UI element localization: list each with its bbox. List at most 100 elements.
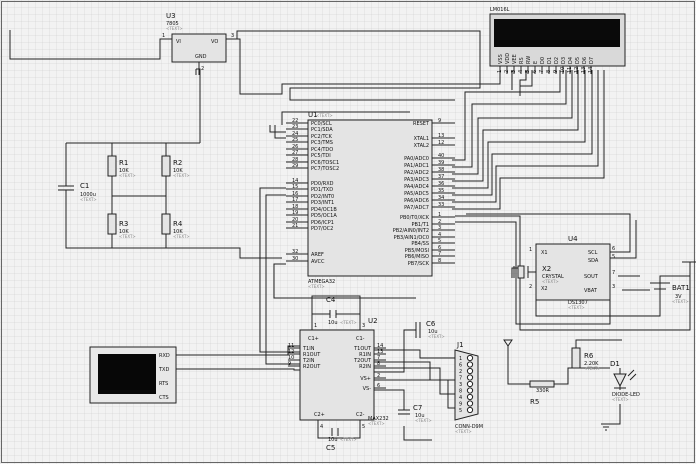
r6-resistor[interactable] (571, 347, 581, 369)
u2-right-pin-label: VS+ (360, 376, 371, 382)
c5-capacitor[interactable] (331, 428, 339, 436)
u1-right-pin-label: PB4/SS (411, 241, 429, 247)
u1-left-pin-label: PD1/TXD (311, 187, 333, 193)
u2-bottom-pin-label: C2- (356, 412, 365, 418)
j1-pin-socket (466, 406, 474, 414)
u1-placeholder-2: <TEXT> (308, 284, 325, 289)
u1-left-pin-number: 30 (292, 256, 298, 262)
u1-part: ATMEGA32 (308, 279, 335, 285)
u1-right-pin-label: PB2/AIN0/INT2 (393, 228, 429, 234)
u1-left-pin-label: PD5/OC1A (311, 213, 337, 219)
u3-num-2: 2 (201, 66, 204, 72)
lcd-pin-number: 8 (546, 70, 552, 73)
lcd-pin-number: 3 (511, 70, 517, 73)
lcd-pin-number: 9 (553, 70, 559, 73)
u2-left-pin-number: 9 (288, 361, 291, 367)
u1-left-pin-number: 21 (292, 223, 298, 229)
u1-right-pin-number: 40 (438, 153, 444, 159)
u3-num-3: 3 (231, 33, 234, 39)
bat1-battery[interactable] (650, 276, 670, 290)
lcd-pin-label: D7 (589, 57, 595, 64)
d1-led[interactable] (613, 369, 637, 389)
u1-left-pin-label: PD2/INT0 (311, 194, 334, 200)
u1-left-pin-number: 24 (292, 131, 298, 137)
u2-max232[interactable] (299, 329, 375, 421)
svg-text:6: 6 (612, 246, 615, 252)
r2-ref: R2 (173, 159, 182, 167)
u1-microcontroller[interactable] (307, 119, 433, 277)
u1-left-pin-number: 25 (292, 137, 298, 143)
j1-pin-socket (466, 367, 474, 375)
u1-right-pin-label: XTAL2 (414, 143, 429, 149)
cap-labels: C4 10u <TEXT> C5 10u <TEXT> C6 10u <TEXT… (326, 296, 445, 452)
u2-left-pin-label: R1OUT (303, 352, 321, 358)
u2-left-pin-number: 12 (288, 349, 294, 355)
j1-part: CONN-D9M (455, 424, 483, 430)
c1-capacitor[interactable] (58, 185, 74, 208)
u1-right-pin-number: 13 (438, 133, 444, 139)
u1-left-pin-label: PC5/TDI (311, 153, 331, 159)
r2-resistor[interactable] (161, 155, 171, 177)
u2-left-pin-label: T2IN (302, 358, 315, 364)
lcd-pin-label: D1 (547, 57, 553, 64)
c6-capacitor[interactable] (415, 322, 421, 338)
r1-value: 10K (119, 168, 129, 174)
svg-text:<TEXT>: <TEXT> (368, 421, 385, 426)
c1-labels: C1 1000u <TEXT> (80, 182, 97, 202)
svg-text:1: 1 (529, 247, 532, 253)
r4-resistor[interactable] (161, 213, 171, 235)
c4-capacitor[interactable] (312, 310, 360, 318)
u2-right-pin-label: R2IN (359, 364, 371, 370)
svg-text:<TEXT>: <TEXT> (119, 234, 136, 239)
svg-text:5: 5 (612, 254, 615, 260)
u3-ref: U3 (166, 12, 176, 20)
u2-right-pin-number: 6 (377, 383, 380, 389)
r5-resistor[interactable] (529, 380, 555, 388)
c7-capacitor[interactable] (398, 409, 410, 415)
svg-text:<TEXT>: <TEXT> (455, 429, 472, 434)
u1-right-pin-number: 33 (438, 202, 444, 208)
u1-right-pin-label: PA7/ADC7 (404, 205, 429, 211)
u3-regulator[interactable] (160, 33, 238, 75)
u1-left-pin-number: 15 (292, 184, 298, 190)
r6-value: 2.20K (584, 361, 599, 367)
u2-left-pin-number: 10 (288, 355, 294, 361)
u1-left-pin-label: PD4/OC1B (311, 207, 337, 213)
lcd-pin-number: 2 (504, 70, 510, 73)
u1-right-pin-label: PA6/ADC6 (404, 198, 429, 204)
u4-ref: U4 (568, 235, 578, 243)
resistor-labels: R1 10K <TEXT> R2 10K <TEXT> R3 10K <TEXT… (119, 159, 190, 239)
u2-right-pin-number: 7 (377, 355, 380, 361)
j1-pin-socket (466, 400, 474, 407)
j1-ref: J1 (456, 341, 464, 349)
u1-right-pin-label: PA2/ADC2 (404, 170, 429, 176)
u1-left-pin-number: 14 (292, 178, 298, 184)
c6-value: 10u (428, 329, 438, 335)
lcd-pin-label: VEE (512, 54, 518, 64)
c7-ref: C7 (413, 404, 422, 412)
j1-pin-socket (466, 393, 474, 401)
lcd-display[interactable] (489, 13, 626, 67)
u1-ref: U1 (308, 111, 318, 119)
d1-ref: D1 (610, 360, 620, 368)
svg-text:<TEXT>: <TEXT> (428, 334, 445, 339)
r1-resistor[interactable] (107, 155, 117, 177)
virtual-terminal[interactable] (89, 346, 177, 404)
x2-crystal[interactable] (513, 265, 536, 279)
u1-left-pin-number: 26 (292, 144, 298, 150)
u4-part: DS1307 (568, 300, 588, 306)
u1-right-pin-number: 1 (438, 212, 441, 218)
u4-rtc[interactable] (535, 243, 611, 301)
j1-pin-number: 8 (459, 389, 462, 395)
u2-bottom-pin-label: C2+ (314, 412, 325, 418)
c5-value: 10u (328, 437, 338, 443)
lcd-pin-label: D0 (540, 57, 546, 64)
j1-pin-socket (466, 354, 474, 362)
lcd-pin-number: 11 (567, 67, 573, 73)
u1-right-pin-number: 8 (438, 258, 441, 264)
j1-pin-socket (466, 361, 474, 368)
r3-resistor[interactable] (107, 213, 117, 235)
